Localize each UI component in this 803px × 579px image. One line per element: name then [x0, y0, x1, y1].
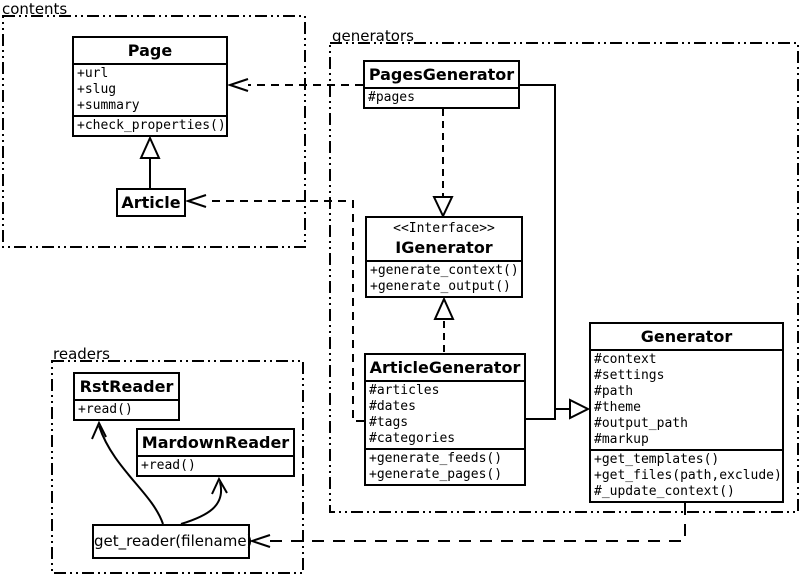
- edge-getreader-to-mardownreader: [180, 476, 228, 525]
- class-method: +generate_output(): [370, 279, 511, 294]
- edge-pagesgenerator-realizes-igenerator: [432, 109, 454, 219]
- class-attribute: #categories: [369, 431, 456, 446]
- hollow-triangle-icon: [432, 196, 454, 219]
- package-readers-label: readers: [53, 345, 110, 363]
- package-contents-label: contents: [2, 0, 68, 18]
- class-rstreader: RstReader +read(): [73, 372, 180, 421]
- class-stereotype: <<Interface>>: [393, 221, 495, 236]
- class-title: IGenerator: [395, 238, 493, 257]
- class-method: +read(): [141, 458, 196, 473]
- class-mardownreader: MardownReader +read(): [136, 428, 295, 477]
- hollow-triangle-icon: [569, 398, 591, 420]
- class-method: #_update_context(): [594, 484, 735, 499]
- package-generators-label: generators: [332, 27, 414, 45]
- class-attribute: #articles: [369, 383, 440, 398]
- class-title: ArticleGenerator: [369, 358, 521, 377]
- class-method: +generate_context(): [370, 263, 519, 278]
- open-arrowhead-icon: [91, 420, 107, 440]
- class-attribute: +summary: [77, 98, 140, 113]
- class-attribute: #pages: [368, 90, 415, 105]
- package-readers-border: [51, 360, 304, 574]
- class-attribute: +url: [77, 66, 109, 81]
- class-method: +check_properties(): [77, 118, 226, 133]
- class-method: +get_templates(): [594, 452, 720, 467]
- class-pagesgenerator: PagesGenerator #pages: [363, 60, 520, 109]
- package-generators-border: [329, 42, 799, 513]
- function-get-reader: get_reader(filename): [92, 524, 252, 559]
- class-attribute: #dates: [369, 399, 416, 414]
- edge-generator-uses-getreader: [248, 503, 686, 548]
- class-attribute: #markup: [594, 432, 649, 447]
- edge-articlegenerator-realizes-igenerator: [433, 296, 455, 352]
- class-method: +generate_feeds(): [369, 451, 503, 466]
- class-title: Page: [127, 41, 173, 60]
- class-articlegenerator: ArticleGenerator #articles #dates #tags …: [364, 353, 526, 486]
- class-igenerator: <<Interface>> IGenerator +generate_conte…: [365, 216, 523, 298]
- class-method: +generate_pages(): [369, 467, 503, 482]
- hollow-triangle-icon: [433, 296, 455, 320]
- class-page: Page +url +slug +summary +check_properti…: [72, 36, 228, 137]
- edge-pagesgenerator-uses-page: [226, 78, 363, 92]
- class-title: Article: [121, 193, 181, 212]
- class-article: Article: [116, 188, 186, 217]
- class-attribute: #context: [594, 352, 657, 367]
- class-attribute: #tags: [369, 415, 409, 430]
- class-title: MardownReader: [141, 433, 290, 452]
- edge-article-extends-page: [139, 135, 161, 188]
- class-generator: Generator #context #settings #path #them…: [589, 322, 784, 503]
- class-attribute: #output_path: [594, 416, 688, 431]
- class-method: +read(): [78, 402, 133, 417]
- class-title: Generator: [640, 327, 733, 346]
- edge-getreader-to-rstreader: [91, 420, 164, 525]
- open-arrowhead-icon: [184, 194, 207, 208]
- hollow-triangle-icon: [139, 135, 161, 159]
- class-title: PagesGenerator: [368, 65, 515, 84]
- class-attribute: +slug: [77, 82, 117, 97]
- open-arrowhead-icon: [226, 78, 249, 92]
- open-arrowhead-icon: [248, 534, 271, 548]
- class-attribute: #path: [594, 384, 634, 399]
- class-method: +get_files(path,exclude): [594, 468, 782, 483]
- edge-generators-extend-generator: [520, 84, 591, 420]
- class-attribute: #theme: [594, 400, 641, 415]
- open-arrowhead-icon: [211, 476, 228, 495]
- class-attribute: #settings: [594, 368, 665, 383]
- package-contents-border: [2, 15, 306, 248]
- edge-articlegenerator-uses-article: [184, 194, 364, 422]
- class-title: RstReader: [79, 377, 174, 396]
